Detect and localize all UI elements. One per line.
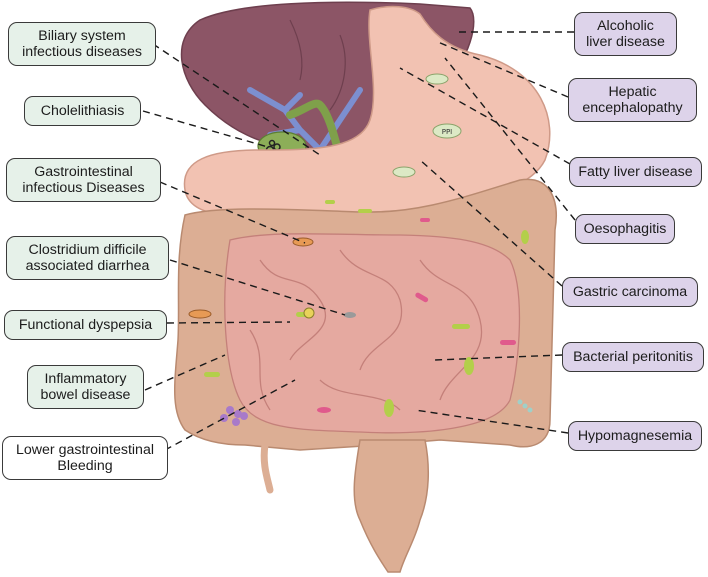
label-ibd: Inflammatory bowel disease [27,365,144,409]
label-clostridium: Clostridium difficile associated diarrhe… [6,236,169,280]
label-hepatic-encephalopathy: Hepatic encephalopathy [568,78,697,122]
label-gi-infectious: Gastrointestinal infectious Diseases [6,158,161,202]
label-biliary-infectious: Biliary system infectious diseases [8,22,156,66]
label-fatty-liver: Fatty liver disease [569,157,702,187]
label-gastric-carcinoma: Gastric carcinoma [562,277,698,307]
label-functional-dyspepsia: Functional dyspepsia [4,310,167,340]
portal-vein [247,87,363,153]
label-alcoholic-liver: Alcoholic liver disease [574,12,677,56]
bacteria [188,200,533,426]
ppi-pill [432,123,462,139]
label-bacterial-peritonitis: Bacterial peritonitis [562,342,704,372]
label-cholelithiasis: Cholelithiasis [24,96,141,126]
label-lower-gi-bleeding: Lower gastrointestinal Bleeding [2,436,168,480]
label-oesophagitis: Oesophagitis [575,214,675,244]
small-intestine [224,233,521,434]
ppi-label: PPI [442,128,453,136]
appendix [260,441,274,494]
rectum [353,439,430,573]
leader-lines [142,31,576,451]
label-hypomagnesemia: Hypomagnesemia [568,421,702,451]
